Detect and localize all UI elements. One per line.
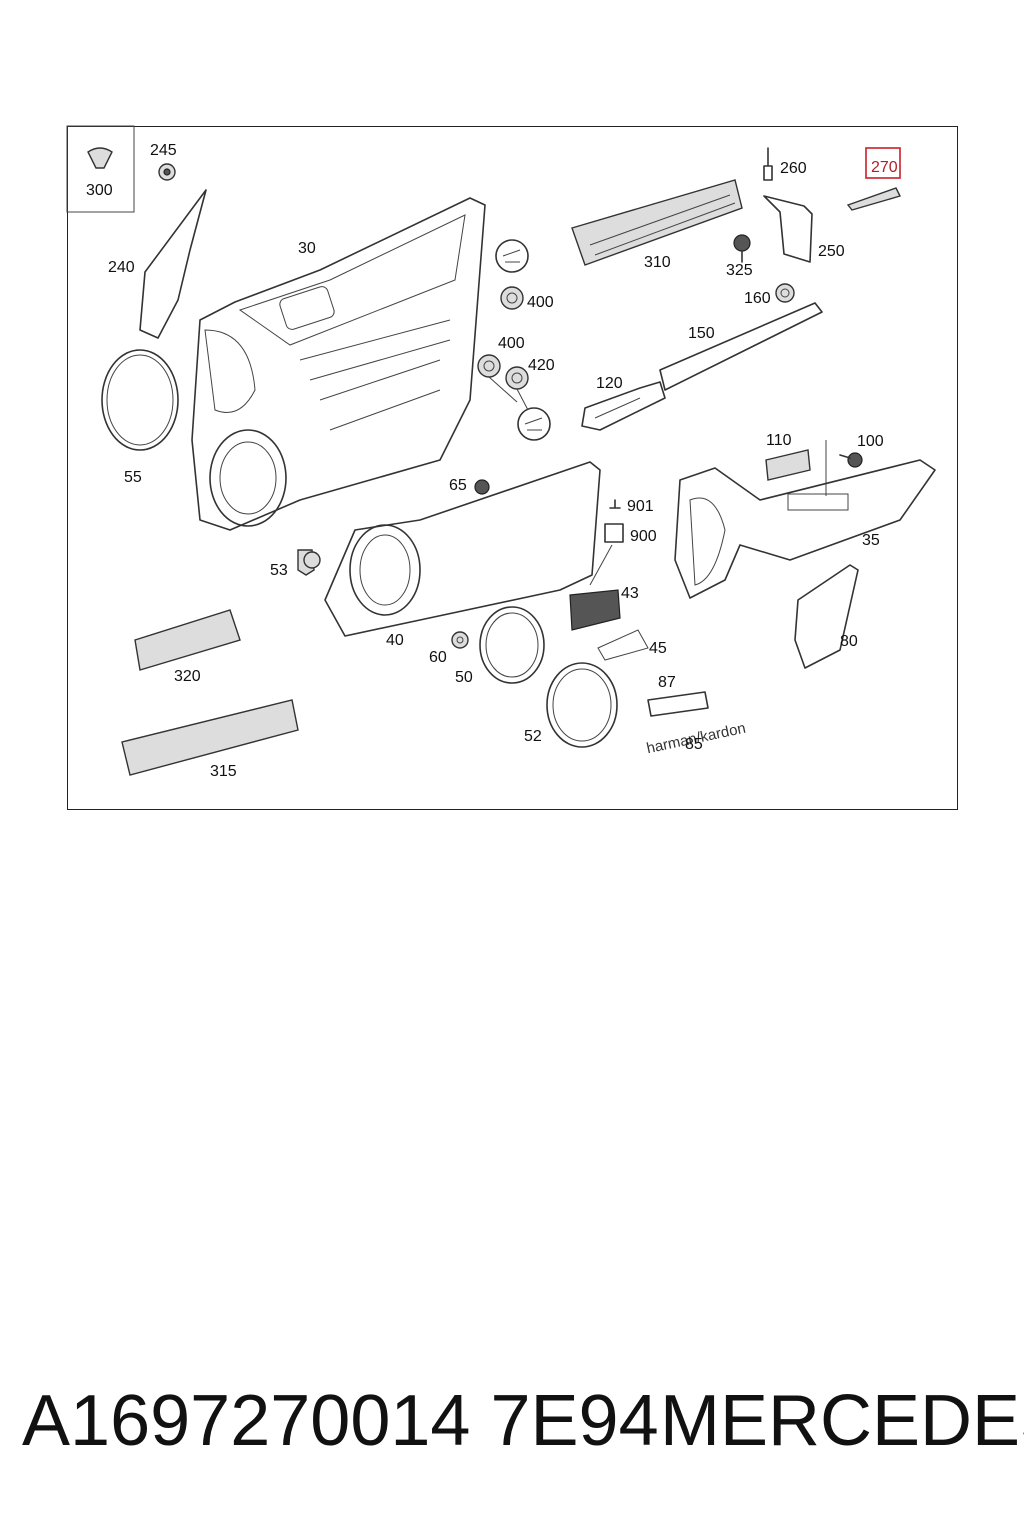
bracket-250 xyxy=(763,195,813,263)
leader-lines xyxy=(488,376,529,411)
trim-strip-240 xyxy=(139,189,207,339)
clip-420-icon xyxy=(505,366,529,390)
clip-400b-icon xyxy=(477,354,501,378)
callout-55: 55 xyxy=(124,469,142,486)
screw-325-icon xyxy=(733,234,751,263)
callout-420: 420 xyxy=(528,357,555,374)
handle-120 xyxy=(581,381,666,431)
callout-900: 900 xyxy=(630,528,657,545)
callout-60: 60 xyxy=(429,649,447,666)
clip-53-icon xyxy=(297,549,321,576)
door-panel-30 xyxy=(191,197,486,531)
callout-53: 53 xyxy=(270,562,288,579)
callout-310: 310 xyxy=(644,254,671,271)
callout-270: 270 xyxy=(871,159,898,176)
screw-100-icon xyxy=(839,452,863,468)
callout-40: 40 xyxy=(386,632,404,649)
cover-80 xyxy=(794,564,859,669)
callout-52: 52 xyxy=(524,728,542,745)
callout-325: 325 xyxy=(726,262,753,279)
clip-60-icon xyxy=(451,631,469,649)
callout-901: 901 xyxy=(627,498,654,515)
emblem-87 xyxy=(647,691,709,717)
callout-50: 50 xyxy=(455,669,473,686)
callout-245: 245 xyxy=(150,142,177,159)
speaker-ring-55 xyxy=(101,349,179,451)
lower-panel-40 xyxy=(324,461,601,637)
callout-65: 65 xyxy=(449,477,467,494)
clip-300-icon xyxy=(87,147,113,169)
part-number: A1697270014 7E94 xyxy=(22,1381,659,1461)
callout-240: 240 xyxy=(108,259,135,276)
grille-315 xyxy=(121,699,299,776)
callout-87: 87 xyxy=(658,674,676,691)
speaker-ring-52 xyxy=(546,662,618,748)
inset-box-300 xyxy=(66,125,135,213)
screw-65-icon xyxy=(474,479,490,495)
highlight-box-270 xyxy=(865,147,901,179)
footer: A1697270014 7E94 MERCEDES xyxy=(0,1380,1024,1470)
grille-320 xyxy=(134,609,241,671)
switch-43 xyxy=(569,589,621,631)
callout-160: 160 xyxy=(744,290,771,307)
callout-150: 150 xyxy=(688,325,715,342)
button-901-icon xyxy=(609,499,621,509)
clip-400a-icon xyxy=(500,286,524,310)
switch-900-icon xyxy=(604,523,624,543)
callout-35: 35 xyxy=(862,532,880,549)
callout-110: 110 xyxy=(766,432,792,449)
speaker-ring-50 xyxy=(479,606,545,684)
callout-120: 120 xyxy=(596,375,623,392)
diagram-frame xyxy=(67,126,958,810)
callout-80: 80 xyxy=(840,633,858,650)
callout-260: 260 xyxy=(780,160,807,177)
callout-250: 250 xyxy=(818,243,845,260)
clip-160-icon xyxy=(775,283,795,303)
callout-400a: 400 xyxy=(527,294,554,311)
callout-320: 320 xyxy=(174,668,201,685)
wrench-400b-icon xyxy=(517,407,551,441)
callout-300: 300 xyxy=(86,182,113,199)
callout-43: 43 xyxy=(621,585,639,602)
clip-270-icon xyxy=(846,187,902,211)
callout-315: 315 xyxy=(210,763,237,780)
cover-45 xyxy=(597,629,649,661)
brand-name: MERCEDES xyxy=(660,1381,1024,1461)
pin-260-icon xyxy=(763,147,773,181)
cover-110 xyxy=(765,449,811,481)
leader-900 xyxy=(589,544,613,586)
wrench-400a-icon xyxy=(495,239,529,273)
callout-30: 30 xyxy=(298,240,316,257)
callout-400b: 400 xyxy=(498,335,525,352)
trim-strip-150 xyxy=(659,302,823,391)
grille-310 xyxy=(571,179,743,266)
armrest-35 xyxy=(674,459,936,599)
nut-245-icon xyxy=(158,163,176,181)
callout-85: 85 xyxy=(685,736,703,753)
callout-45: 45 xyxy=(649,640,667,657)
callout-100: 100 xyxy=(857,433,884,450)
